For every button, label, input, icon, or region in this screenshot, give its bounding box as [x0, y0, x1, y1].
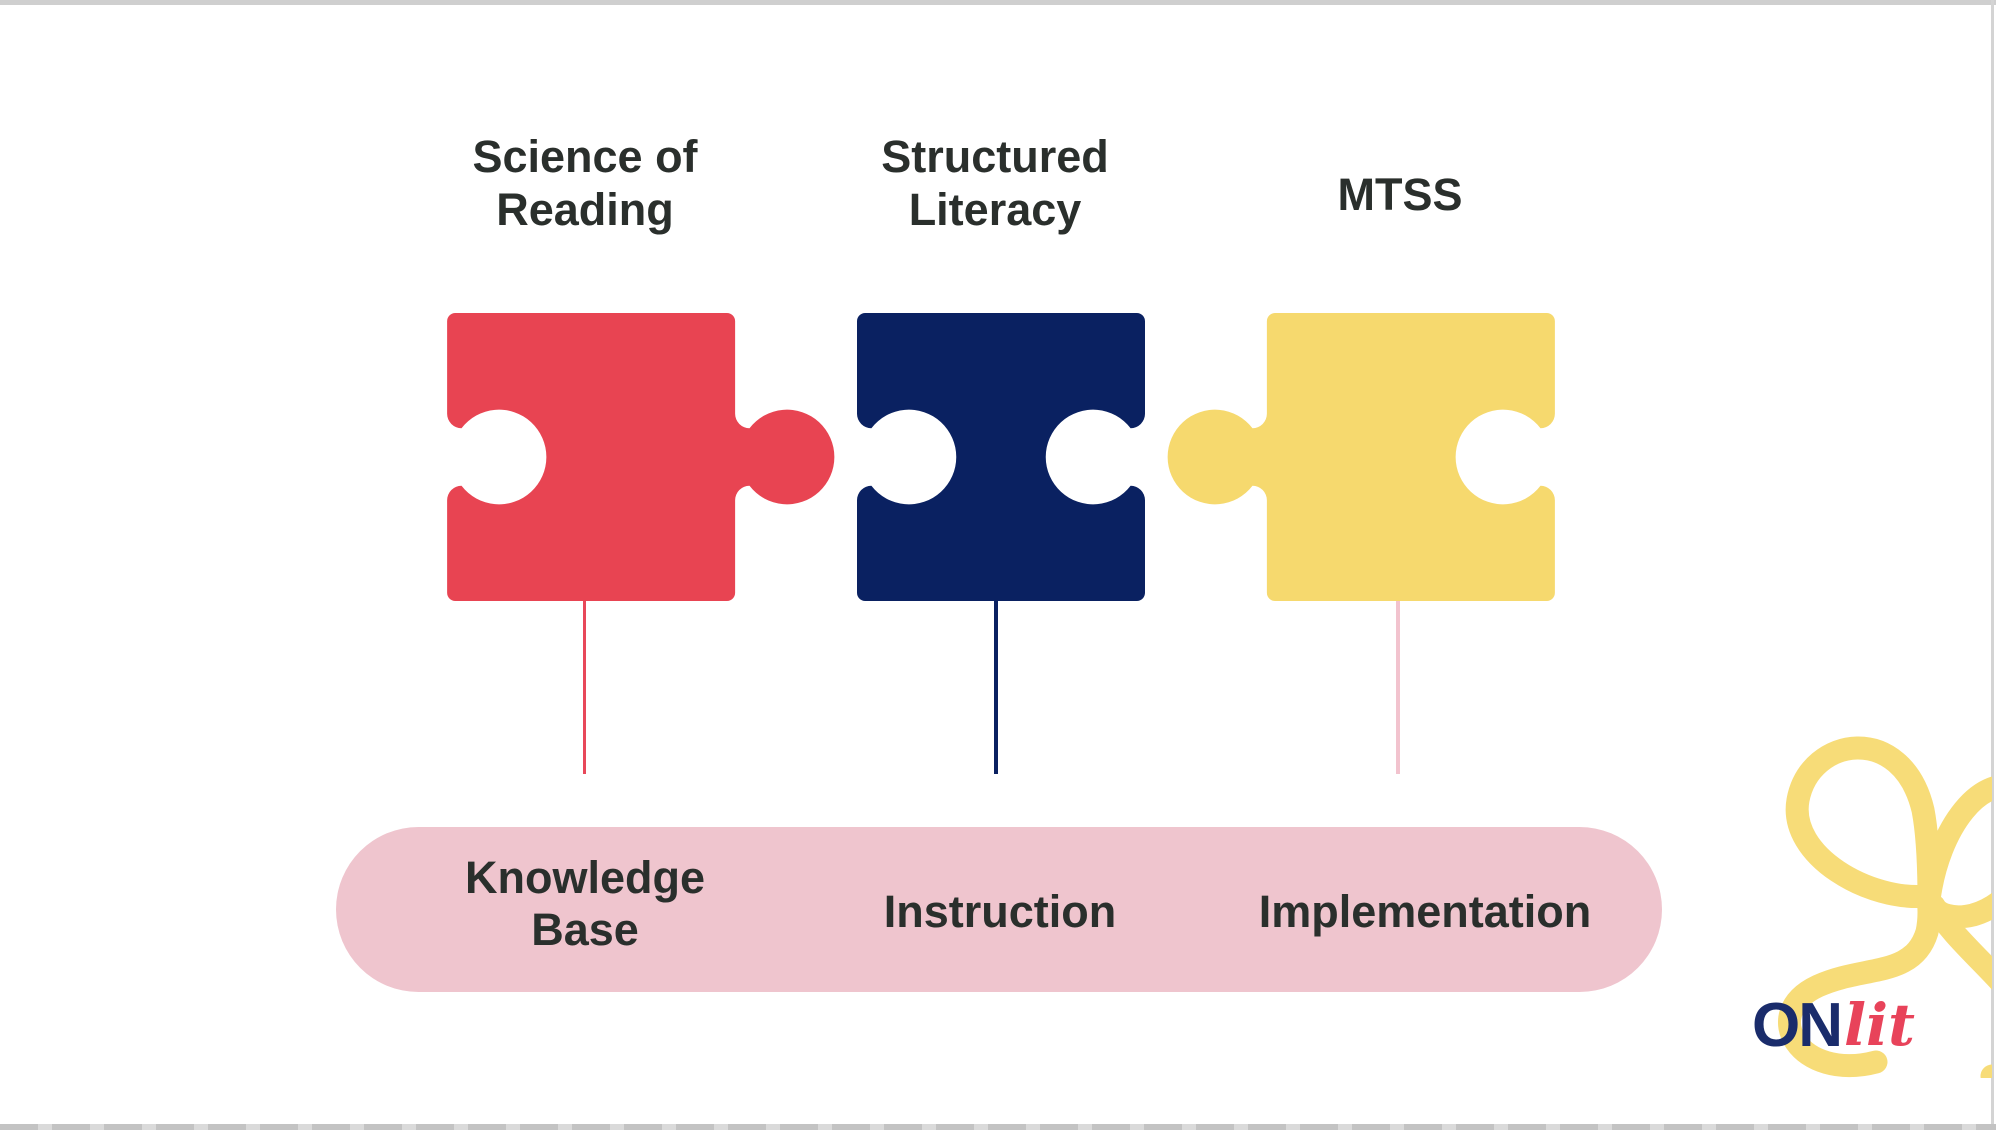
pill-label-instruction: Instruction: [883, 886, 1117, 937]
puzzle-piece-structured-literacy: [857, 313, 1145, 601]
column-title-mtss: MTSS: [1337, 169, 1463, 220]
connector-line-science-of-reading: [583, 601, 586, 774]
column-title-science-of-reading: Science of Reading: [472, 131, 698, 236]
puzzle-piece-mtss: [1167, 313, 1555, 601]
top-edge-bar: [0, 0, 1996, 5]
pill-label-implementation: Implementation: [1258, 886, 1592, 937]
bottom-dashed-edge: [0, 1124, 1996, 1130]
onlit-wordmark-lit: lit: [1844, 991, 1915, 1059]
pill-label-knowledge-base: Knowledge Base: [464, 852, 705, 956]
onlit-wordmark-on: ON: [1752, 991, 1843, 1060]
puzzle-piece-navy-shape: [857, 313, 1145, 601]
summary-pill: [336, 827, 1662, 992]
right-edge-line: [1991, 0, 1994, 1130]
puzzle-piece-red-shape: [447, 313, 835, 601]
connector-line-mtss: [1396, 601, 1400, 774]
puzzle-piece-yellow-shape: [1167, 313, 1555, 601]
puzzle-piece-science-of-reading: [447, 313, 835, 601]
column-title-structured-literacy: Structured Literacy: [881, 131, 1109, 236]
connector-line-structured-literacy: [994, 601, 998, 774]
